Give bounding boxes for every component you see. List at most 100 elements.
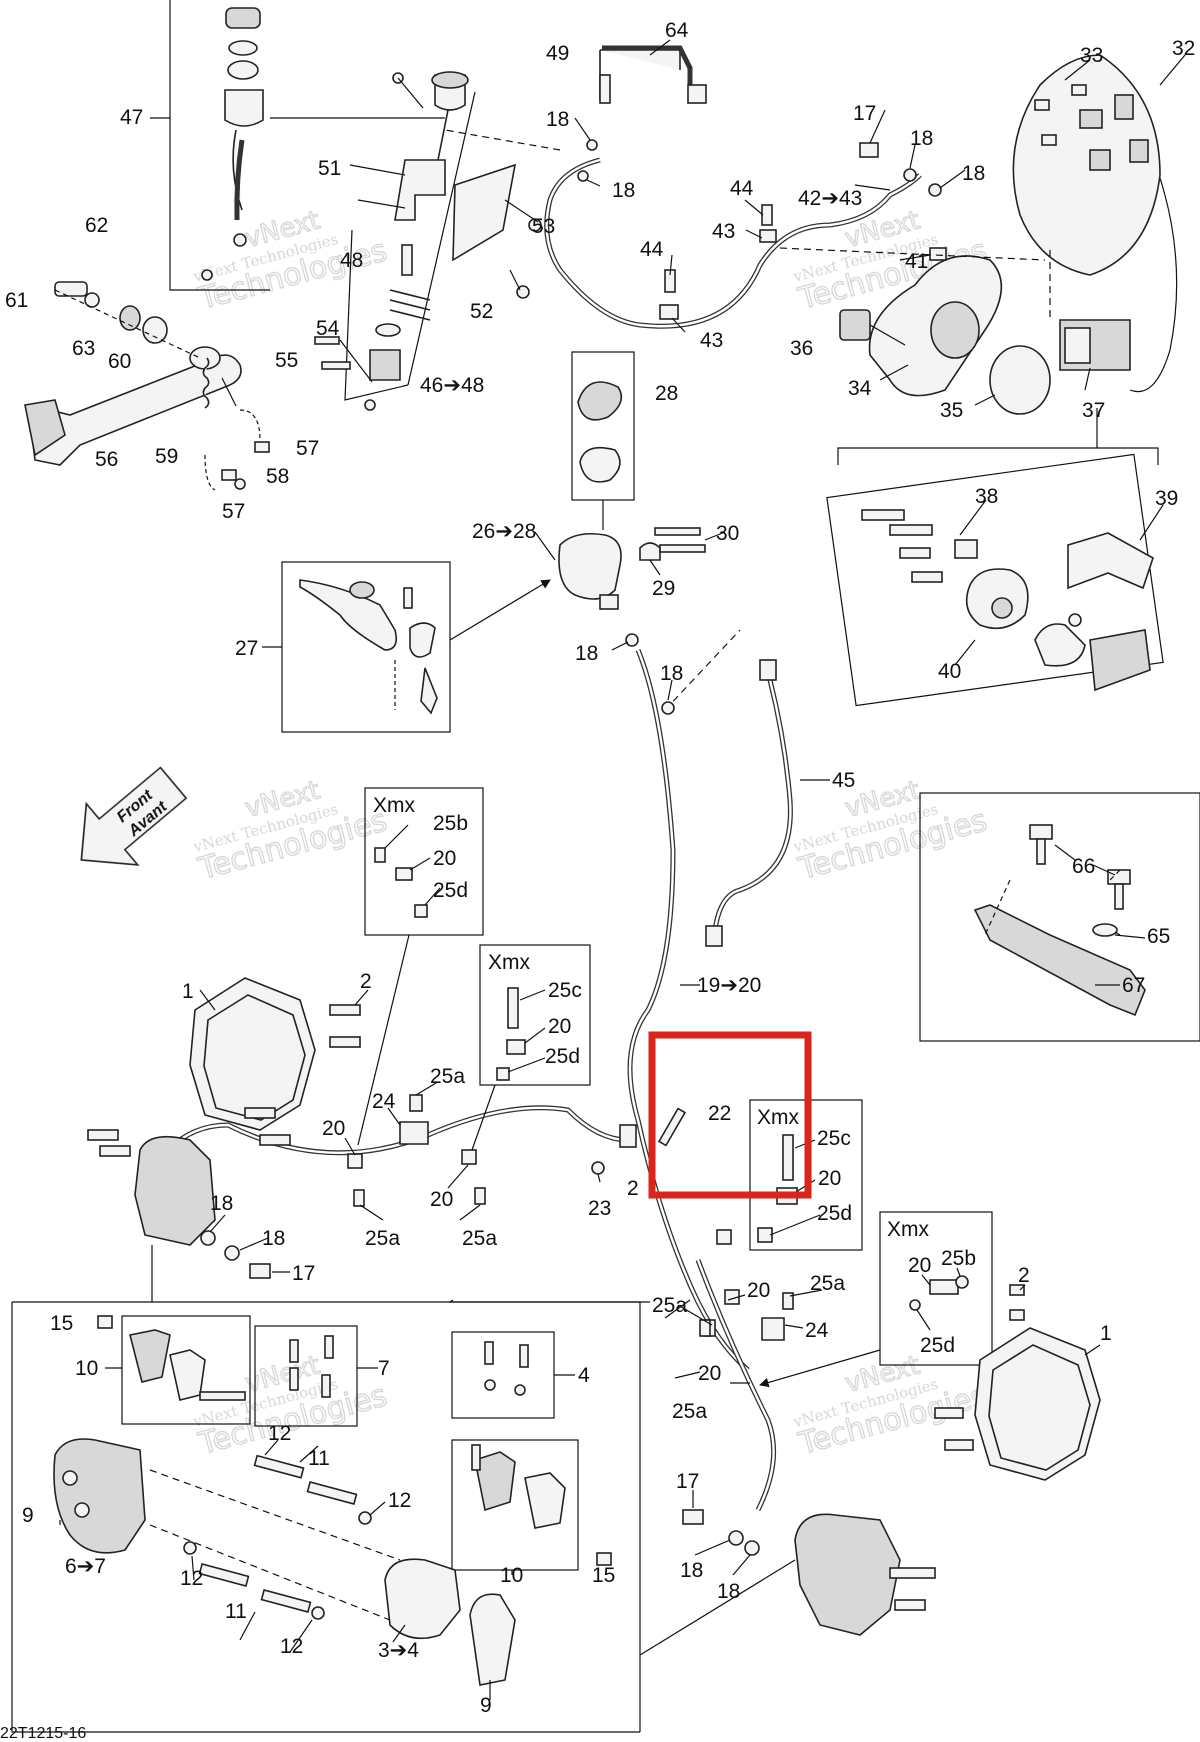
circlip-ring (989, 345, 1051, 415)
callout-42-43: 42➔43 (798, 187, 862, 210)
callout-7: 7 (378, 1357, 390, 1380)
hose-mount (761, 1317, 785, 1341)
washer (84, 292, 100, 308)
bolt (314, 336, 340, 345)
hose-clip (347, 1153, 363, 1169)
xmx-box-2: Xmx (471, 944, 591, 1151)
callout-9: 9 (480, 1694, 492, 1717)
callout-19-20: 19➔20 (697, 974, 761, 997)
callout-65: 65 (1147, 925, 1170, 948)
washer (928, 183, 942, 197)
callout-22: 22 (708, 1102, 731, 1125)
clip (929, 1279, 959, 1295)
callout-61: 61 (5, 289, 28, 312)
bolt (329, 1036, 361, 1048)
bolt (944, 1439, 974, 1451)
callout-12: 12 (388, 1489, 411, 1512)
callout-67: 67 (1122, 974, 1145, 997)
caliper-half (53, 1438, 146, 1554)
callout-25a: 25a (810, 1272, 845, 1295)
rear-caliper-detail-group (826, 408, 1164, 707)
bolt (1009, 1309, 1025, 1321)
callout-30: 30 (716, 522, 739, 545)
hose-guide (973, 904, 1146, 1017)
callout-24: 24 (805, 1319, 829, 1342)
caliper-half-lower (384, 1558, 461, 1640)
disc-vent (1129, 139, 1149, 163)
front-caliper-right (794, 1513, 901, 1636)
pin-clip (596, 1552, 612, 1566)
pad-box (121, 1315, 251, 1425)
callout-18: 18 (546, 108, 569, 131)
bolt (409, 1094, 423, 1112)
callout-63: 63 (72, 337, 95, 360)
callout-57: 57 (222, 500, 245, 523)
callout-20: 20 (322, 1117, 345, 1140)
return-spring (202, 357, 210, 409)
callout-20: 20 (433, 847, 456, 870)
callout-20: 20 (698, 1362, 721, 1385)
bushing (142, 316, 168, 344)
hose-clip (759, 229, 777, 243)
callout-10: 10 (500, 1564, 523, 1587)
clamp-bolt (659, 544, 706, 553)
front-direction-arrow: Front Avant (80, 766, 188, 866)
bolt-head (1107, 869, 1131, 885)
washer (903, 168, 917, 182)
slide-pin (911, 571, 943, 583)
callout-15: 15 (50, 1312, 73, 1335)
bolt-head (1029, 824, 1053, 840)
kit-box-right (448, 1299, 641, 1732)
callout-53: 53 (532, 215, 555, 238)
pedal-pivot (189, 346, 221, 370)
bleeder (289, 1339, 299, 1363)
hose-clip (659, 304, 679, 320)
callout-40: 40 (938, 660, 961, 683)
callout-18: 18 (612, 179, 635, 202)
callout-20: 20 (908, 1254, 931, 1277)
xmx-title: Xmx (757, 1106, 800, 1129)
pedal-pad (24, 399, 66, 457)
sensor-connector (705, 925, 723, 947)
reservoir-cover (577, 381, 623, 421)
pad-pin (471, 1444, 481, 1471)
sensor-cable (599, 49, 681, 100)
nut (364, 399, 376, 411)
leader-line (407, 91, 476, 386)
callout-17: 17 (853, 102, 876, 125)
leader-line (639, 1559, 796, 1656)
xmx-title: Xmx (373, 794, 416, 817)
pin (321, 361, 351, 370)
callout-18: 18 (575, 642, 598, 665)
clamp-bolt (654, 527, 701, 536)
spring (389, 289, 431, 321)
kit-4-box (451, 1331, 555, 1419)
sensor-connector (687, 84, 707, 104)
caliper-pin (198, 1562, 250, 1588)
nut (757, 1227, 773, 1243)
brake-pad (474, 1451, 516, 1512)
callout-32: 32 (1172, 37, 1195, 60)
callout-54: 54 (316, 317, 340, 340)
push-rod (401, 244, 413, 276)
callout-43: 43 (712, 220, 735, 243)
front-brake-hoses (166, 629, 830, 1512)
gasket-inner (203, 994, 306, 1121)
washer (586, 139, 598, 151)
callout-64: 64 (665, 19, 689, 42)
washer (661, 701, 675, 715)
callout-43: 43 (700, 329, 723, 352)
banjo-fitting (599, 594, 619, 610)
disc-bolt (1041, 134, 1057, 146)
bolt (699, 1319, 711, 1337)
washer (728, 1530, 744, 1546)
callout-25a: 25a (672, 1400, 707, 1423)
slide-pin (899, 547, 931, 559)
callout-47: 47 (120, 106, 143, 129)
callout-66: 66 (1072, 855, 1095, 878)
bolt (374, 847, 386, 863)
bleeder (289, 1367, 299, 1391)
callout-39: 39 (1155, 487, 1178, 510)
callout-52: 52 (470, 300, 493, 323)
front-caliper-left (134, 1135, 216, 1246)
